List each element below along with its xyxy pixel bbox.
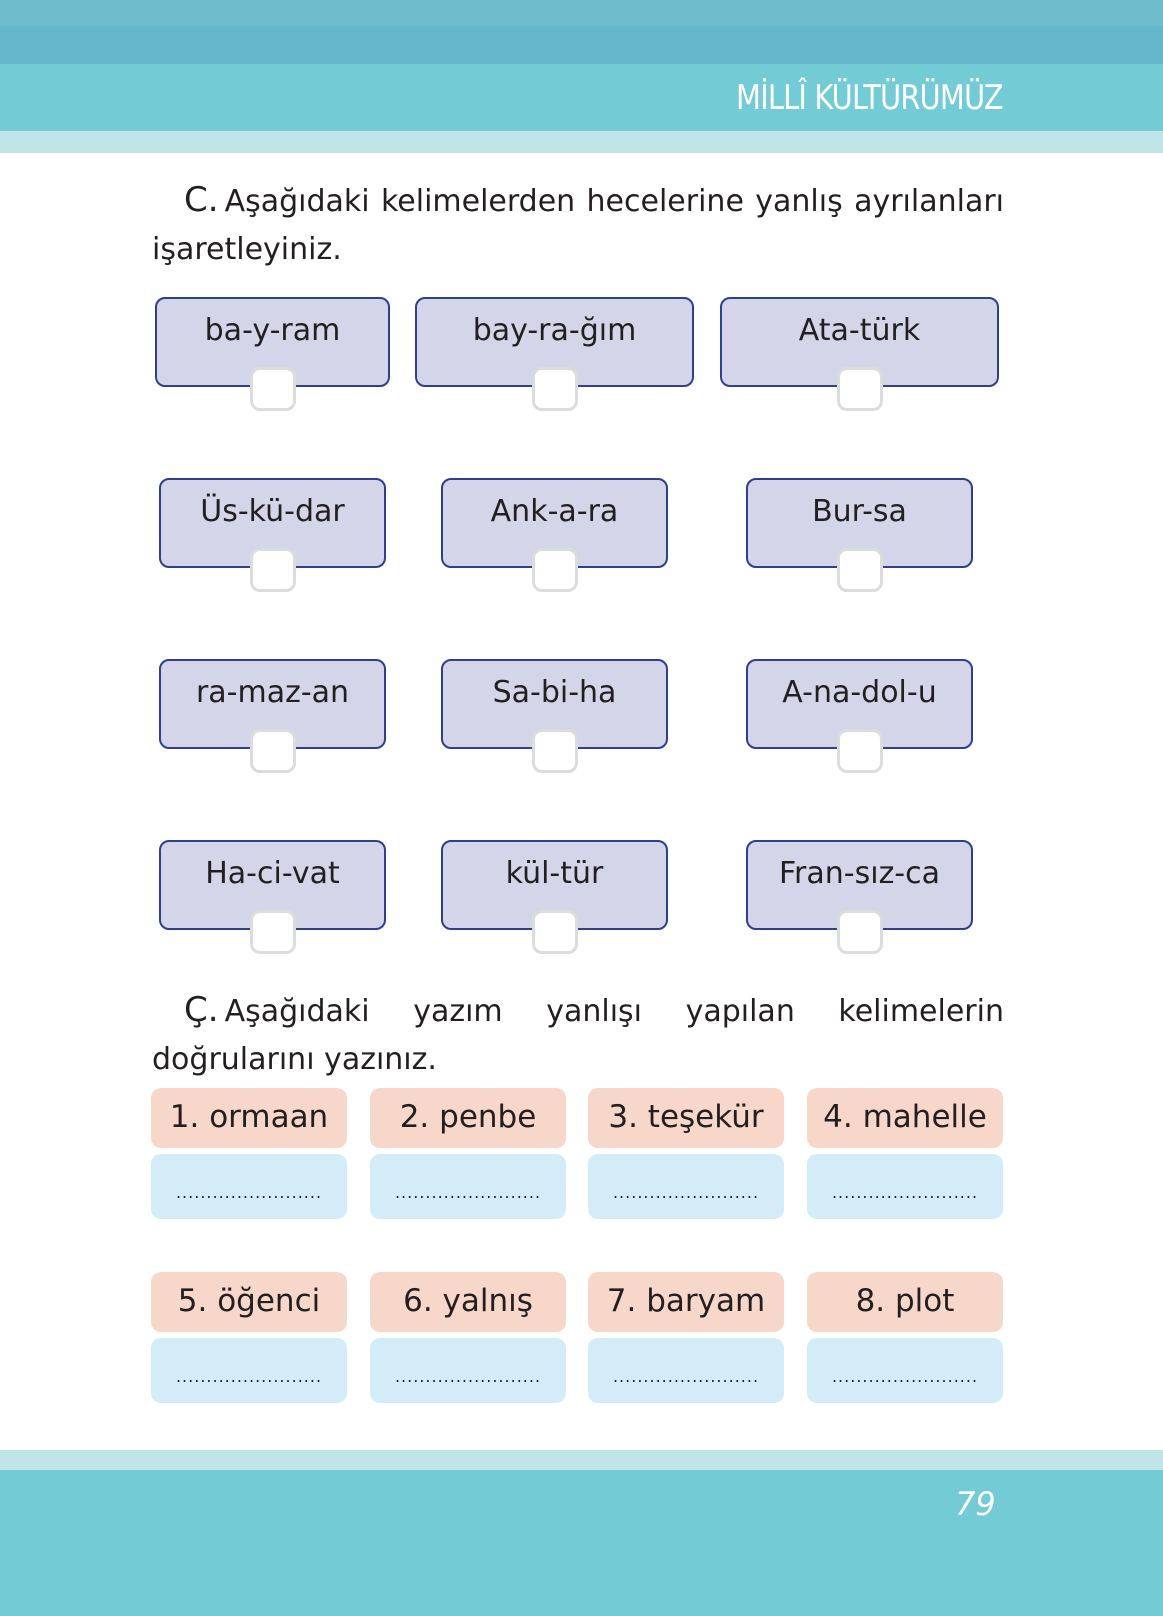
word-text: yalnış	[442, 1283, 533, 1319]
answer-field[interactable]: ........................	[151, 1338, 347, 1403]
syllable-card: kül-tür	[441, 840, 668, 954]
checkbox[interactable]	[531, 548, 578, 592]
word-text: baryam	[646, 1283, 766, 1319]
syllable-text: ba-y-ram	[204, 313, 341, 348]
header-band-main	[0, 64, 1163, 131]
syllable-card: Ank-a-ra	[441, 478, 668, 592]
item-number: 2.	[399, 1099, 430, 1135]
answer-field[interactable]: ........................	[807, 1338, 1003, 1403]
syllable-text: Ha-ci-vat	[205, 856, 340, 891]
header-band-light	[0, 131, 1163, 153]
word-text: ormaan	[209, 1099, 329, 1135]
syllable-card: Ha-ci-vat	[159, 840, 386, 954]
checkbox[interactable]	[836, 729, 883, 773]
syllable-card: Üs-kü-dar	[159, 478, 386, 592]
syllable-text: Üs-kü-dar	[200, 494, 345, 529]
syllable-card: A-na-dol-u	[746, 659, 973, 773]
answer-field[interactable]: ........................	[370, 1154, 566, 1219]
checkbox[interactable]	[836, 367, 883, 411]
item-number: 3.	[608, 1099, 638, 1135]
question-cc: Ç.Aşağıdaki yazım yanlışı yapılan kelime…	[152, 986, 1004, 1084]
checkbox[interactable]	[249, 548, 296, 592]
syllable-text: Fran-sız-ca	[778, 856, 941, 891]
question-letter: C.	[184, 180, 219, 220]
misspelled-word: 2. penbe	[370, 1088, 566, 1148]
misspelled-word: 6. yalnış	[370, 1272, 566, 1332]
checkbox[interactable]	[531, 910, 578, 954]
page-number: 79	[955, 1485, 996, 1523]
checkbox[interactable]	[836, 910, 883, 954]
checkbox[interactable]	[836, 548, 883, 592]
syllable-text: bay-ra-ğım	[472, 313, 637, 348]
answer-field[interactable]: ........................	[151, 1154, 347, 1219]
syllable-card: ba-y-ram	[155, 297, 390, 411]
syllable-card: Bur-sa	[746, 478, 973, 592]
footer-band	[0, 1470, 1163, 1616]
word-text: penbe	[439, 1099, 537, 1135]
syllable-text: Ata-türk	[798, 313, 921, 348]
misspelled-word: 8. plot	[807, 1272, 1003, 1332]
syllable-card: ra-maz-an	[159, 659, 386, 773]
syllable-text: ra-maz-an	[195, 675, 350, 710]
question-text: Aşağıdaki kelimelerden hecelerine yanlış…	[152, 184, 1004, 267]
syllable-text: Ank-a-ra	[490, 494, 619, 529]
answer-field[interactable]: ........................	[588, 1338, 784, 1403]
syllable-card: Ata-türk	[720, 297, 999, 411]
misspelled-word: 5. öğenci	[151, 1272, 347, 1332]
syllable-text: Sa-bi-ha	[492, 675, 617, 710]
question-letter: Ç.	[184, 990, 219, 1030]
item-number: 8.	[855, 1283, 886, 1319]
word-text: mahelle	[862, 1099, 987, 1135]
question-text: Aşağıdaki yazım yanlışı yapılan kelimele…	[152, 994, 1004, 1077]
header-band-mid	[0, 26, 1163, 64]
item-number: 6.	[403, 1283, 433, 1319]
question-c: C.Aşağıdaki kelimelerden hecelerine yanl…	[152, 176, 1004, 274]
header-band-top	[0, 0, 1163, 26]
checkbox[interactable]	[531, 729, 578, 773]
checkbox[interactable]	[249, 729, 296, 773]
misspelled-word: 7. baryam	[588, 1272, 784, 1332]
syllable-card: Fran-sız-ca	[746, 840, 973, 954]
answer-field[interactable]: ........................	[807, 1154, 1003, 1219]
answer-field[interactable]: ........................	[588, 1154, 784, 1219]
word-text: teşekür	[647, 1099, 764, 1135]
checkbox[interactable]	[249, 910, 296, 954]
answer-field[interactable]: ........................	[370, 1338, 566, 1403]
item-number: 1.	[169, 1099, 200, 1135]
checkbox[interactable]	[531, 367, 578, 411]
item-number: 7.	[606, 1283, 637, 1319]
syllable-text: kül-tür	[505, 856, 604, 891]
syllable-text: Bur-sa	[812, 494, 907, 529]
misspelled-word: 1. ormaan	[151, 1088, 347, 1148]
syllable-text: A-na-dol-u	[782, 675, 937, 710]
item-number: 5.	[177, 1283, 208, 1319]
chapter-title: MİLLÎ KÜLTÜRÜMÜZ	[736, 78, 1003, 118]
checkbox[interactable]	[249, 367, 296, 411]
misspelled-word: 3. teşekür	[588, 1088, 784, 1148]
misspelled-word: 4. mahelle	[807, 1088, 1003, 1148]
item-number: 4.	[823, 1099, 853, 1135]
syllable-card: bay-ra-ğım	[415, 297, 694, 411]
syllable-card: Sa-bi-ha	[441, 659, 668, 773]
footer-band-light	[0, 1450, 1163, 1470]
word-text: plot	[895, 1283, 955, 1319]
word-text: öğenci	[217, 1283, 321, 1319]
